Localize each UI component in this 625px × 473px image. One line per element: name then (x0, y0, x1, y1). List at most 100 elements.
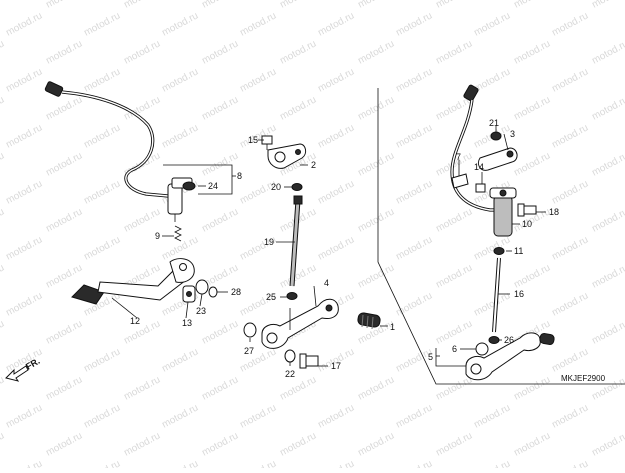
watermark-text: motod.ru (472, 402, 512, 430)
callout-10: 10 (522, 219, 532, 229)
watermark-text: motod.ru (44, 150, 84, 178)
watermark-text: motod.ru (160, 402, 200, 430)
watermark-text: motod.ru (590, 262, 625, 290)
watermark-text: motod.ru (394, 290, 434, 318)
watermark-text: motod.ru (122, 38, 162, 66)
watermark-text: motod.ru (394, 458, 434, 468)
watermark-text: motod.ru (550, 10, 590, 38)
pin-28 (208, 286, 218, 298)
oil-seal-22 (284, 349, 296, 363)
watermark-text: motod.ru (550, 290, 590, 318)
watermark-text: motod.ru (590, 150, 625, 178)
watermark-text: motod.ru (512, 0, 552, 11)
watermark-text: motod.ru (44, 318, 84, 346)
watermark-text: motod.ru (122, 430, 162, 458)
watermark-text: motod.ru (82, 346, 122, 374)
watermark-text: motod.ru (472, 290, 512, 318)
watermark-text: motod.ru (394, 402, 434, 430)
watermark-text: motod.ru (512, 262, 552, 290)
callout-2: 2 (311, 160, 316, 170)
watermark-text: motod.ru (44, 206, 84, 234)
callout-15: 15 (248, 135, 258, 145)
callout-25: 25 (266, 292, 276, 302)
watermark-text: motod.ru (200, 206, 240, 234)
watermark-text: motod.ru (316, 402, 356, 430)
watermark-text: motod.ru (0, 262, 6, 290)
watermark-text: motod.ru (394, 122, 434, 150)
watermark-text: motod.ru (160, 122, 200, 150)
watermark-text: motod.ru (200, 430, 240, 458)
watermark-text: motod.ru (434, 430, 474, 458)
nut-26 (488, 336, 500, 344)
watermark-text: motod.ru (44, 374, 84, 402)
leader-lines (111, 126, 546, 367)
watermark-text: motod.ru (122, 374, 162, 402)
callout-24: 24 (208, 181, 218, 191)
callout-4: 4 (324, 278, 329, 288)
watermark-text: motod.ru (0, 150, 6, 178)
watermark-text: motod.ru (278, 0, 318, 11)
variant-boundary (377, 88, 625, 385)
callout-18: 18 (549, 207, 559, 217)
callout-26: 26 (504, 335, 514, 345)
watermark-text: motod.ru (356, 262, 396, 290)
watermark-text: motod.ru (0, 38, 6, 66)
callout-6: 6 (452, 344, 457, 354)
washer-23 (195, 279, 209, 295)
watermark-text: motod.ru (160, 458, 200, 468)
watermark-text: motod.ru (82, 66, 122, 94)
watermark-text: motod.ru (434, 262, 474, 290)
watermark-text: motod.ru (356, 206, 396, 234)
callout-13: 13 (182, 318, 192, 328)
watermark-text: motod.ru (316, 234, 356, 262)
watermark-text: motod.ru (316, 10, 356, 38)
watermark-text: motod.ru (0, 94, 6, 122)
watermark-text: motod.ru (590, 430, 625, 458)
watermark-text: motod.ru (590, 94, 625, 122)
callout-16: 16 (514, 289, 524, 299)
brake-pedal-12 (71, 258, 195, 305)
cable-clamp-7 (451, 173, 469, 189)
watermark-text: motod.ru (278, 94, 318, 122)
watermark-text: motod.ru (278, 38, 318, 66)
callout-3: 3 (510, 129, 515, 139)
callout-19: 19 (264, 237, 274, 247)
watermark-text: motod.ru (550, 234, 590, 262)
watermark-text: motod.ru (434, 318, 474, 346)
washer-27 (243, 322, 257, 338)
bolt-14 (475, 183, 486, 193)
watermark-text: motod.ru (316, 66, 356, 94)
watermark-text: motod.ru (44, 0, 84, 11)
callout-23: 23 (196, 306, 206, 316)
callout-12: 12 (130, 316, 140, 326)
bolt-18 (517, 203, 537, 217)
callout-1: 1 (390, 322, 395, 332)
sensor-arm-3 (477, 147, 518, 171)
watermark-text: motod.ru (4, 234, 44, 262)
watermark-text: motod.ru (0, 430, 6, 458)
watermark-text: motod.ru (4, 458, 44, 468)
watermark-text: motod.ru (44, 430, 84, 458)
watermark-text: motod.ru (44, 38, 84, 66)
callout-8: 8 (237, 171, 242, 181)
watermark-text: motod.ru (590, 0, 625, 11)
bolt-15 (261, 135, 273, 150)
watermark-text: motod.ru (394, 178, 434, 206)
watermark-text: motod.ru (82, 234, 122, 262)
callout-28: 28 (231, 287, 241, 297)
quickshifter-sensor-assembly (450, 84, 517, 237)
watermark-text: motod.ru (472, 10, 512, 38)
watermark-text: motod.ru (550, 178, 590, 206)
watermark-text: motod.ru (550, 346, 590, 374)
watermark-text: motod.ru (4, 122, 44, 150)
watermark-text: motod.ru (200, 0, 240, 11)
watermark-text: motod.ru (4, 290, 44, 318)
callout-27: 27 (244, 346, 254, 356)
nut-11 (493, 247, 505, 255)
callout-5: 5 (428, 352, 433, 362)
watermark-text: motod.ru (82, 178, 122, 206)
watermark-text: motod.ru (238, 66, 278, 94)
watermark-text: motod.ru (44, 94, 84, 122)
watermark-text: motod.ru (394, 10, 434, 38)
